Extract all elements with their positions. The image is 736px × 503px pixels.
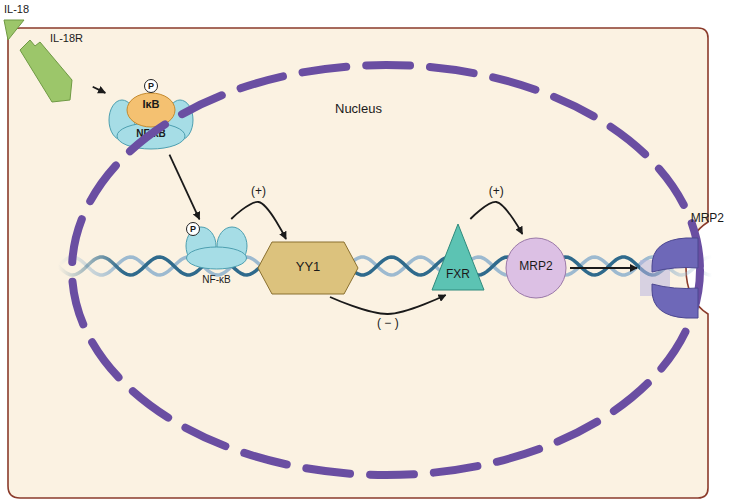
triangle-node: FXR [430, 222, 486, 292]
base-pair [105, 258, 106, 274]
arrow-connector [93, 87, 106, 93]
ligand: IL-18 [4, 3, 52, 43]
arrow-connector [330, 295, 446, 314]
arrow-connector [169, 155, 199, 220]
protein-label: FXR [446, 268, 470, 282]
protein-label: NF-κB [202, 274, 230, 286]
nfkb-subunit [187, 247, 247, 269]
nucleus-outline [66, 59, 706, 481]
receptor-label: IL-18R [50, 32, 83, 45]
hexagon-shape [258, 242, 358, 294]
phospho-circle [145, 80, 158, 93]
protein-label: MRP2 [519, 260, 552, 274]
transporter-lobe [652, 284, 698, 318]
triangle-shape [432, 224, 484, 290]
membrane-transporter: MRP2 [640, 210, 728, 326]
ligand-label: IL-18 [4, 3, 29, 16]
base-pair [415, 258, 416, 274]
phospho-label: P [190, 224, 196, 234]
transporter-lobe [652, 238, 698, 272]
hexagon-node: YY1 [258, 242, 358, 294]
nucleus: NucleusNF-κB P YY1FXR MRP2 [66, 59, 706, 481]
edge-label: ( − ) [375, 317, 401, 331]
transcription-factor: NF-κB P [183, 222, 250, 290]
phospho-label: P [148, 81, 154, 91]
arrow-connector [570, 267, 637, 269]
protein-label: YY1 [296, 260, 321, 275]
triangle-node-outline [430, 222, 486, 292]
base-pair [395, 258, 396, 274]
dna-helix [58, 257, 712, 275]
base-pair [625, 257, 626, 274]
base-pair [595, 257, 596, 275]
ligand-shape [4, 20, 24, 40]
phospho-mark: P [144, 79, 158, 93]
transporter-label: MRP2 [691, 212, 724, 226]
membrane-transporter-outline [640, 210, 728, 326]
phospho-circle [187, 223, 200, 236]
receptor: IL-18R [14, 30, 90, 104]
base-pair [365, 258, 366, 275]
protein-label: IκB [142, 98, 159, 111]
edge-label: (+) [249, 185, 268, 199]
edge-label: (+) [487, 185, 506, 199]
nuclear-envelope [72, 65, 700, 475]
arrow-connector [470, 202, 522, 234]
dna-strand [58, 257, 712, 275]
circle-node: MRP2 [505, 237, 567, 299]
base-pair [155, 258, 156, 275]
receptor-shape [20, 40, 72, 102]
phospho-mark: P [186, 222, 200, 236]
dna-strand [58, 257, 712, 275]
region-label: Nucleus [335, 102, 382, 117]
circle-shape [506, 238, 566, 298]
base-pair [125, 258, 126, 274]
